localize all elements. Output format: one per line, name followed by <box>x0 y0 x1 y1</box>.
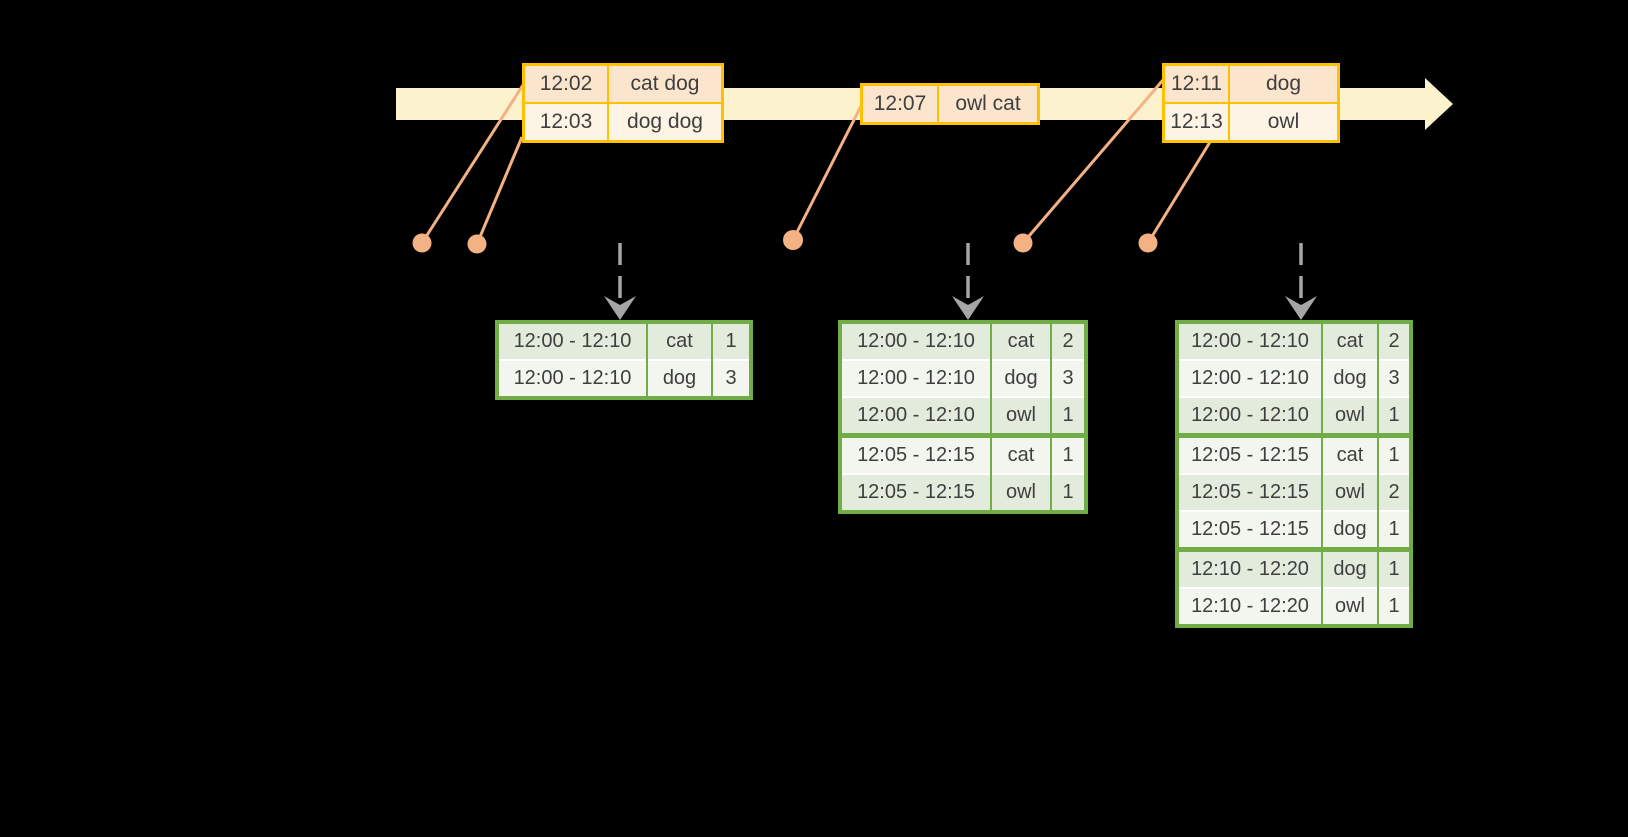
trigger-arrowhead-icon <box>1285 296 1317 320</box>
event-words-cell: dog dog <box>607 102 724 143</box>
event-line <box>475 136 524 245</box>
window-cell: 12:00 - 12:10 <box>839 359 991 397</box>
count-cell: 1 <box>1377 547 1411 588</box>
event-words-cell: cat dog <box>607 63 724 104</box>
result-row: 12:00 - 12:10 cat 2 <box>1176 322 1411 360</box>
count-cell: 1 <box>1050 396 1086 436</box>
word-cell: dog <box>990 359 1051 397</box>
count-cell: 2 <box>1050 322 1086 360</box>
word-cell: owl <box>990 473 1051 512</box>
count-cell: 1 <box>1377 396 1411 436</box>
event-words-cell: dog <box>1228 63 1340 104</box>
result-row: 12:00 - 12:10 owl 1 <box>839 396 1086 436</box>
result-row: 12:00 - 12:10 cat 2 <box>839 322 1086 360</box>
word-cell: dog <box>1321 359 1378 397</box>
count-cell: 2 <box>1377 473 1411 511</box>
word-cell: dog <box>1321 510 1378 550</box>
count-cell: 1 <box>1377 433 1411 474</box>
window-cell: 12:00 - 12:10 <box>839 322 991 360</box>
trigger-arrowhead-icon <box>604 296 636 320</box>
window-cell: 12:05 - 12:15 <box>1176 473 1322 511</box>
word-cell: owl <box>990 396 1051 436</box>
event-row: 12:13 owl <box>1162 102 1340 143</box>
count-cell: 1 <box>1377 587 1411 626</box>
event-dot-icon <box>1138 233 1158 253</box>
window-cell: 12:05 - 12:15 <box>1176 510 1322 550</box>
event-dot-icon <box>412 233 432 253</box>
event-line <box>420 84 525 244</box>
event-row: 12:07 owl cat <box>860 83 1040 125</box>
event-words-cell: owl <box>1228 102 1340 143</box>
word-cell: cat <box>1321 322 1378 360</box>
window-cell: 12:00 - 12:10 <box>1176 396 1322 436</box>
window-cell: 12:00 - 12:10 <box>496 359 647 398</box>
event-dot-icon <box>467 234 487 254</box>
event-table-3: 12:11 dog 12:13 owl <box>1162 63 1340 143</box>
word-cell: owl <box>1321 473 1378 511</box>
count-cell: 1 <box>1050 433 1086 474</box>
event-line <box>791 105 863 241</box>
window-cell: 12:05 - 12:15 <box>1176 433 1322 474</box>
result-row: 12:05 - 12:15 cat 1 <box>1176 433 1411 474</box>
event-time-cell: 12:03 <box>522 102 609 143</box>
word-cell: dog <box>646 359 712 398</box>
window-cell: 12:00 - 12:10 <box>496 322 647 360</box>
result-row: 12:00 - 12:10 dog 3 <box>496 359 751 398</box>
result-row: 12:00 - 12:10 cat 1 <box>496 322 751 360</box>
event-time-cell: 12:02 <box>522 63 609 104</box>
event-time-cell: 12:11 <box>1162 63 1230 104</box>
window-cell: 12:05 - 12:15 <box>839 473 991 512</box>
result-row: 12:00 - 12:10 dog 3 <box>839 359 1086 397</box>
word-cell: owl <box>1321 396 1378 436</box>
timeline-arrowhead-icon <box>1425 78 1453 130</box>
count-cell: 1 <box>1050 473 1086 512</box>
word-cell: owl <box>1321 587 1378 626</box>
word-cell: dog <box>1321 547 1378 588</box>
window-cell: 12:00 - 12:10 <box>839 396 991 436</box>
result-row: 12:05 - 12:15 dog 1 <box>1176 510 1411 550</box>
event-dots <box>412 230 1158 254</box>
result-table-3: 12:00 - 12:10 cat 2 12:00 - 12:10 dog 3 … <box>1175 320 1413 628</box>
count-cell: 3 <box>711 359 751 398</box>
event-time-cell: 12:07 <box>860 83 939 125</box>
trigger-arrowhead-icon <box>952 296 984 320</box>
result-row: 12:00 - 12:10 owl 1 <box>1176 396 1411 436</box>
window-cell: 12:10 - 12:20 <box>1176 587 1322 626</box>
result-row: 12:10 - 12:20 dog 1 <box>1176 547 1411 588</box>
word-cell: cat <box>646 322 712 360</box>
window-cell: 12:00 - 12:10 <box>1176 359 1322 397</box>
event-connector-lines <box>420 79 1212 245</box>
window-cell: 12:05 - 12:15 <box>839 433 991 474</box>
event-line <box>1021 79 1165 244</box>
result-row: 12:05 - 12:15 cat 1 <box>839 433 1086 474</box>
count-cell: 2 <box>1377 322 1411 360</box>
result-row: 12:00 - 12:10 dog 3 <box>1176 359 1411 397</box>
count-cell: 3 <box>1377 359 1411 397</box>
event-row: 12:11 dog <box>1162 63 1340 104</box>
result-row: 12:10 - 12:20 owl 1 <box>1176 587 1411 626</box>
window-cell: 12:00 - 12:10 <box>1176 322 1322 360</box>
word-cell: cat <box>990 433 1051 474</box>
trigger-arrow-lines <box>618 243 1303 299</box>
event-row: 12:03 dog dog <box>522 102 724 143</box>
result-table-1: 12:00 - 12:10 cat 1 12:00 - 12:10 dog 3 <box>495 320 753 400</box>
event-line <box>1146 141 1212 244</box>
count-cell: 3 <box>1050 359 1086 397</box>
result-table-2: 12:00 - 12:10 cat 2 12:00 - 12:10 dog 3 … <box>838 320 1088 514</box>
event-words-cell: owl cat <box>937 83 1040 125</box>
window-cell: 12:10 - 12:20 <box>1176 547 1322 588</box>
trigger-arrowheads <box>604 296 1317 320</box>
result-row: 12:05 - 12:15 owl 2 <box>1176 473 1411 511</box>
word-cell: cat <box>990 322 1051 360</box>
event-table-2: 12:07 owl cat <box>860 83 1040 125</box>
event-row: 12:02 cat dog <box>522 63 724 104</box>
count-cell: 1 <box>1377 510 1411 550</box>
count-cell: 1 <box>711 322 751 360</box>
event-dot-icon <box>1013 233 1033 253</box>
event-table-1: 12:02 cat dog 12:03 dog dog <box>522 63 724 143</box>
event-time-cell: 12:13 <box>1162 102 1230 143</box>
result-row: 12:05 - 12:15 owl 1 <box>839 473 1086 512</box>
event-dot-icon <box>783 230 803 250</box>
word-cell: cat <box>1321 433 1378 474</box>
